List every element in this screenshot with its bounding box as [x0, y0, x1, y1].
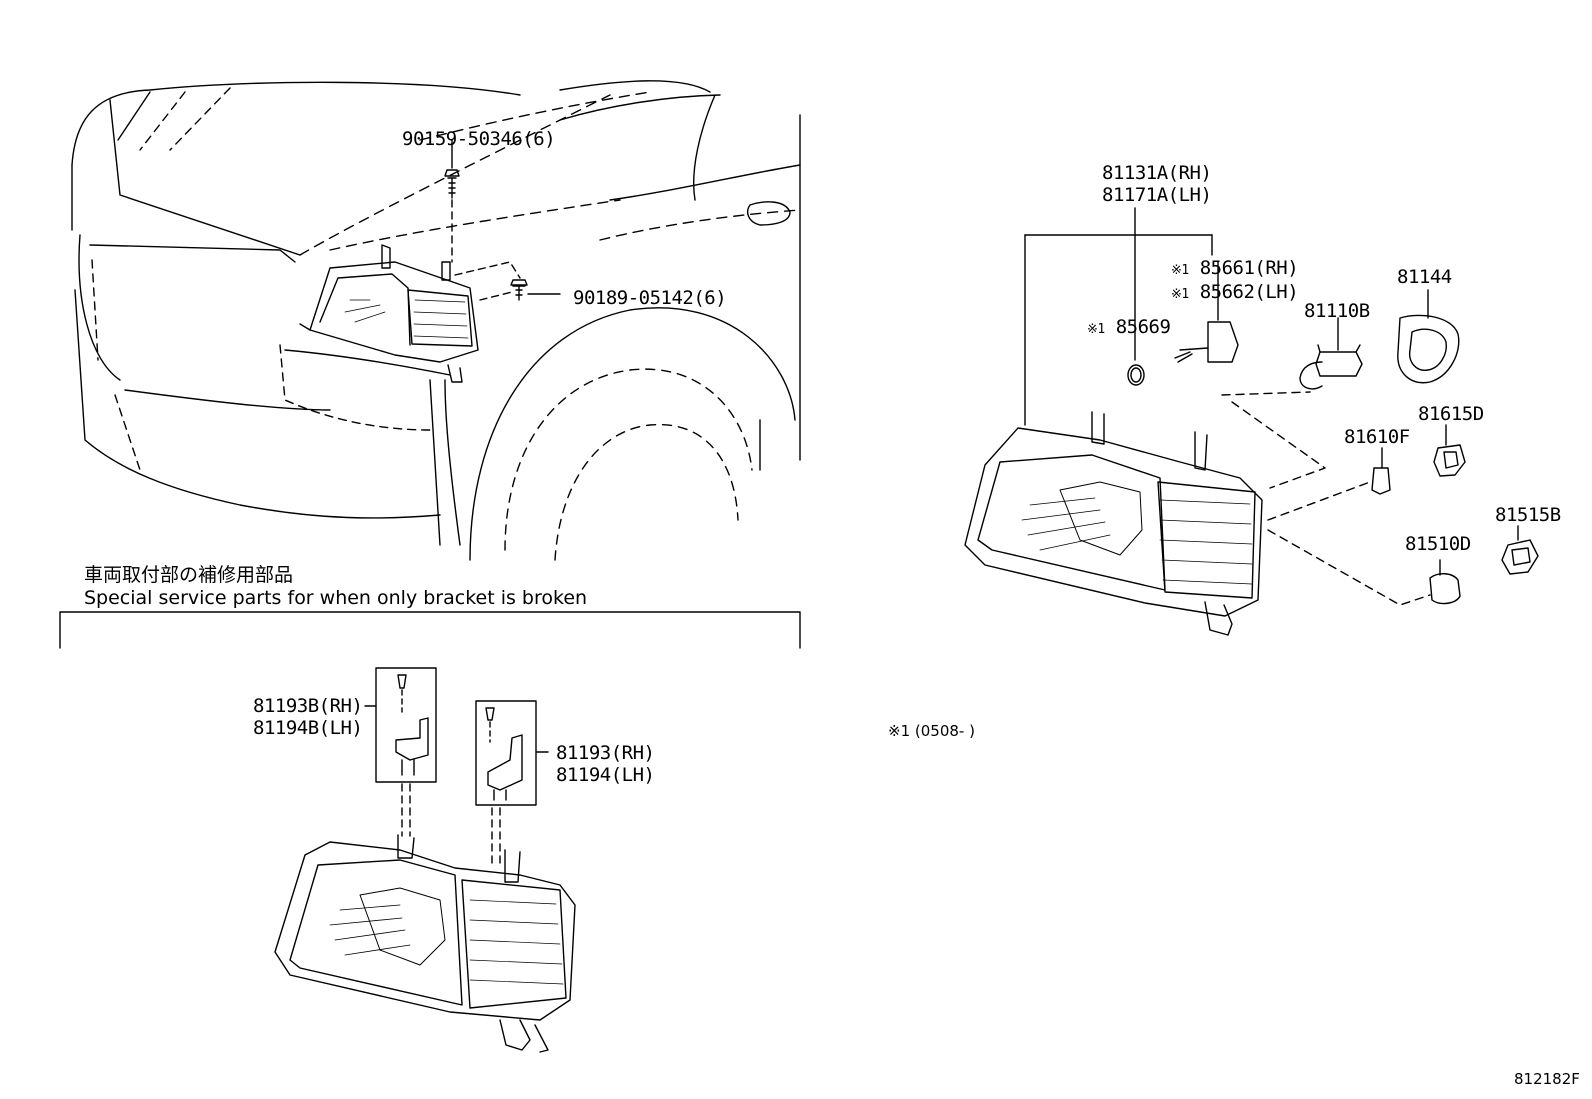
socket-d-label: 81615D [1418, 403, 1484, 425]
switch-lh-part: 85662(LH) [1199, 281, 1299, 303]
mark-symbol: ※1 [1171, 263, 1189, 278]
vehicle-front-illustration [71, 80, 801, 561]
oring-part: 85669 [1115, 316, 1171, 338]
bulb-f-label: 81610F [1344, 426, 1410, 448]
bracket-b-lh: 81194B(LH) [253, 717, 363, 739]
bulb-label: 81110B [1304, 300, 1370, 322]
mark-symbol: ※1 [1171, 287, 1189, 302]
screw-label-side: 90189-05142(6) [573, 287, 727, 309]
bracket-illustration [364, 667, 549, 869]
lower-headlamp-illustration [274, 834, 576, 1053]
headlamp-unit-rh: 81131A(RH) [1102, 162, 1212, 184]
mark-symbol: ※1 [1087, 322, 1105, 337]
socket-b-label: 81515B [1495, 504, 1561, 526]
screw-label-top: 90159-50346(6) [402, 128, 556, 150]
switch-lh-label: ※1 85662(LH) [1171, 281, 1299, 306]
headlamp-unit-label: 81131A(RH) 81171A(LH) [1102, 162, 1212, 206]
switch-rh-label: ※1 85661(RH) [1171, 257, 1299, 282]
cover-label: 81144 [1397, 266, 1452, 288]
oring-label: ※1 85669 [1087, 316, 1171, 341]
bulb-d-label: 81510D [1405, 533, 1471, 555]
service-note-japanese: 車両取付部の補修用部品 [84, 564, 294, 586]
switch-rh-part: 85661(RH) [1199, 257, 1299, 279]
bracket-label: 81193(RH) 81194(LH) [556, 742, 655, 786]
bracket-b-label: 81193B(RH) 81194B(LH) [253, 695, 363, 739]
bracket-b-rh: 81193B(RH) [253, 695, 363, 717]
bracket-rh: 81193(RH) [556, 742, 655, 764]
figure-id: 812182F [1514, 1070, 1580, 1088]
footnote: ※1 (0508- ) [888, 722, 975, 740]
bracket-lh: 81194(LH) [556, 764, 655, 786]
headlamp-assembly-illustration [964, 207, 1539, 636]
service-parts-frame [59, 611, 801, 649]
service-note-english: Special service parts for when only brac… [84, 587, 588, 609]
headlamp-unit-lh: 81171A(LH) [1102, 184, 1212, 206]
